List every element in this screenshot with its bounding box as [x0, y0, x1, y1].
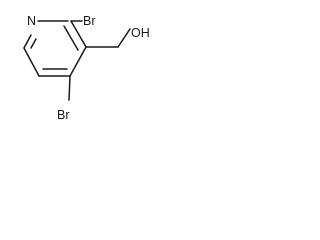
hydroxyl-label: OH	[131, 26, 150, 40]
bond-c6-n1	[23, 34, 32, 49]
bond-c2-c3	[70, 20, 87, 48]
nitrogen-label: N	[27, 14, 36, 28]
molecule-diagram: N Br OH Br	[0, 0, 160, 138]
bromine-4-label: Br	[57, 108, 70, 122]
structure-svg: N Br OH Br	[23, 14, 150, 122]
bond-ch2-oh	[117, 28, 131, 48]
bond-c3-c4	[69, 46, 87, 77]
bond-c5-c6	[23, 47, 40, 77]
bond-c2-c3-double-inner	[63, 25, 79, 51]
bond-c6-n1-double-inner	[30, 38, 37, 49]
bromine-2-label: Br	[83, 14, 96, 28]
bond-c4-br	[68, 75, 71, 101]
